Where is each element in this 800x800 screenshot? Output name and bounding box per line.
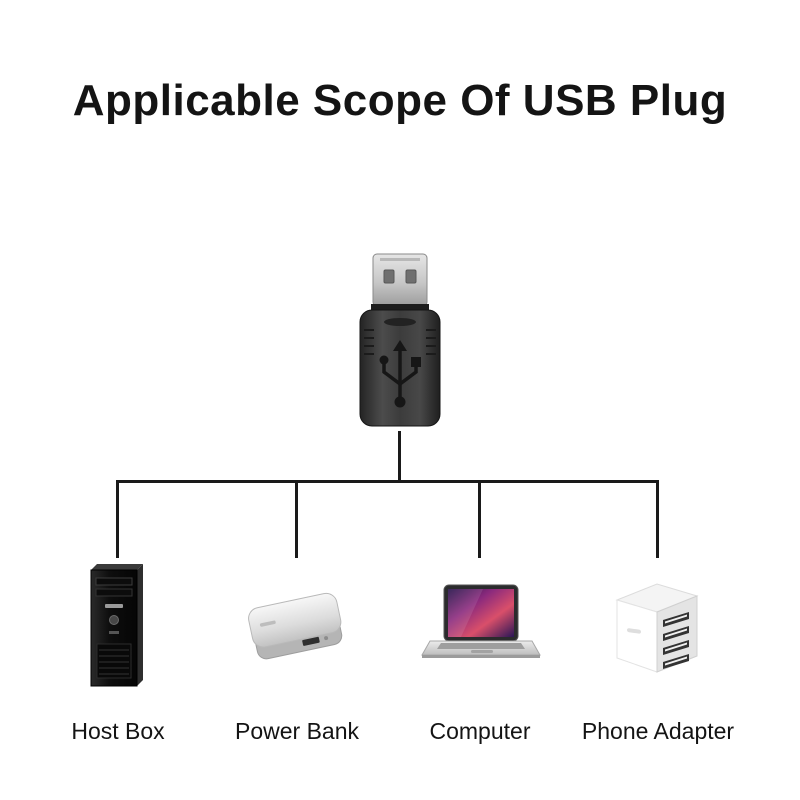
usb-a-plug-icon	[359, 253, 441, 427]
tower-pc-icon	[90, 564, 143, 687]
device-label-computer: Computer	[429, 718, 531, 744]
device-label-phone-adapter: Phone Adapter	[581, 718, 735, 744]
device-label-power-bank: Power Bank	[234, 718, 359, 744]
page-title: Applicable Scope Of USB Plug	[72, 76, 728, 125]
device-label-host-box: Host Box	[71, 718, 165, 744]
connector-drop-phone-adapter	[656, 482, 659, 558]
connector-stem-line	[398, 431, 401, 482]
laptop-icon	[421, 584, 541, 658]
connector-drop-host-box	[116, 482, 119, 558]
connector-drop-computer	[478, 482, 481, 558]
connector-horizontal-line	[116, 480, 659, 483]
usb-charger-icon	[615, 583, 699, 673]
power-bank-icon	[248, 592, 343, 660]
connector-drop-power-bank	[295, 482, 298, 558]
